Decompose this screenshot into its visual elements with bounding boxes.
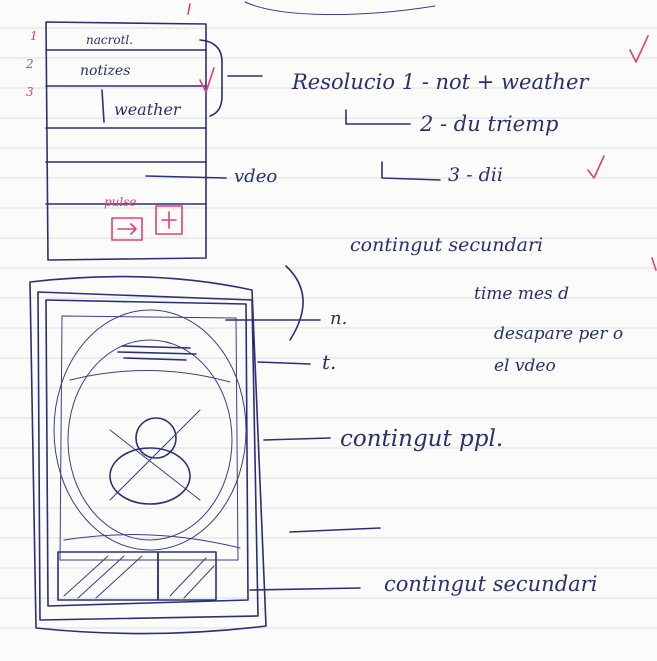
- note-line-2: desapare per o: [494, 326, 623, 343]
- side-number-2: 2: [26, 58, 34, 70]
- arrow-secondary-2: [250, 588, 360, 590]
- top-pink-mark: [188, 4, 190, 14]
- wireframe-row-1-label: notizes: [80, 64, 130, 78]
- wireframe-row-2-label: weather: [114, 102, 181, 118]
- top-partial-sketch: [245, 2, 435, 15]
- video-label: vdeo: [234, 168, 277, 186]
- pulse-label: pulse: [104, 196, 137, 208]
- arrow-strikethrough: [290, 528, 380, 532]
- note-line-1: time mes d: [474, 286, 569, 303]
- option-2-label: 2 - du triemp: [420, 114, 558, 135]
- option-3-label: 3 - dii: [448, 166, 503, 185]
- bottom-right-tab: [158, 552, 216, 600]
- note-line-3: el vdeo: [494, 358, 556, 375]
- bottom-left-tab: [58, 552, 158, 600]
- t-label: t.: [322, 352, 336, 372]
- arrow-right-icon: [118, 224, 136, 234]
- side-number-1: 1: [30, 30, 38, 42]
- resolution-label: Resolucio 1 - not + weather: [292, 72, 588, 93]
- wireframe-header-label: nacrotl.: [86, 34, 133, 46]
- plus-icon: [162, 212, 176, 228]
- side-number-3: 3: [26, 86, 34, 98]
- arrow-t: [258, 362, 310, 364]
- arrow-main: [264, 438, 330, 440]
- secondary-content-label-1: contingut secundari: [350, 236, 543, 255]
- pink-check-3: [588, 156, 604, 178]
- arrow-option-3: [382, 162, 440, 180]
- arrow-secondary-1: [286, 266, 303, 340]
- main-content-label: contingut ppl.: [340, 428, 503, 451]
- arrow-option-2: [346, 110, 410, 124]
- bottom-phone-wireframe: [30, 277, 266, 634]
- secondary-content-label-2: contingut secundari: [384, 574, 597, 595]
- x-label: n.: [330, 310, 347, 328]
